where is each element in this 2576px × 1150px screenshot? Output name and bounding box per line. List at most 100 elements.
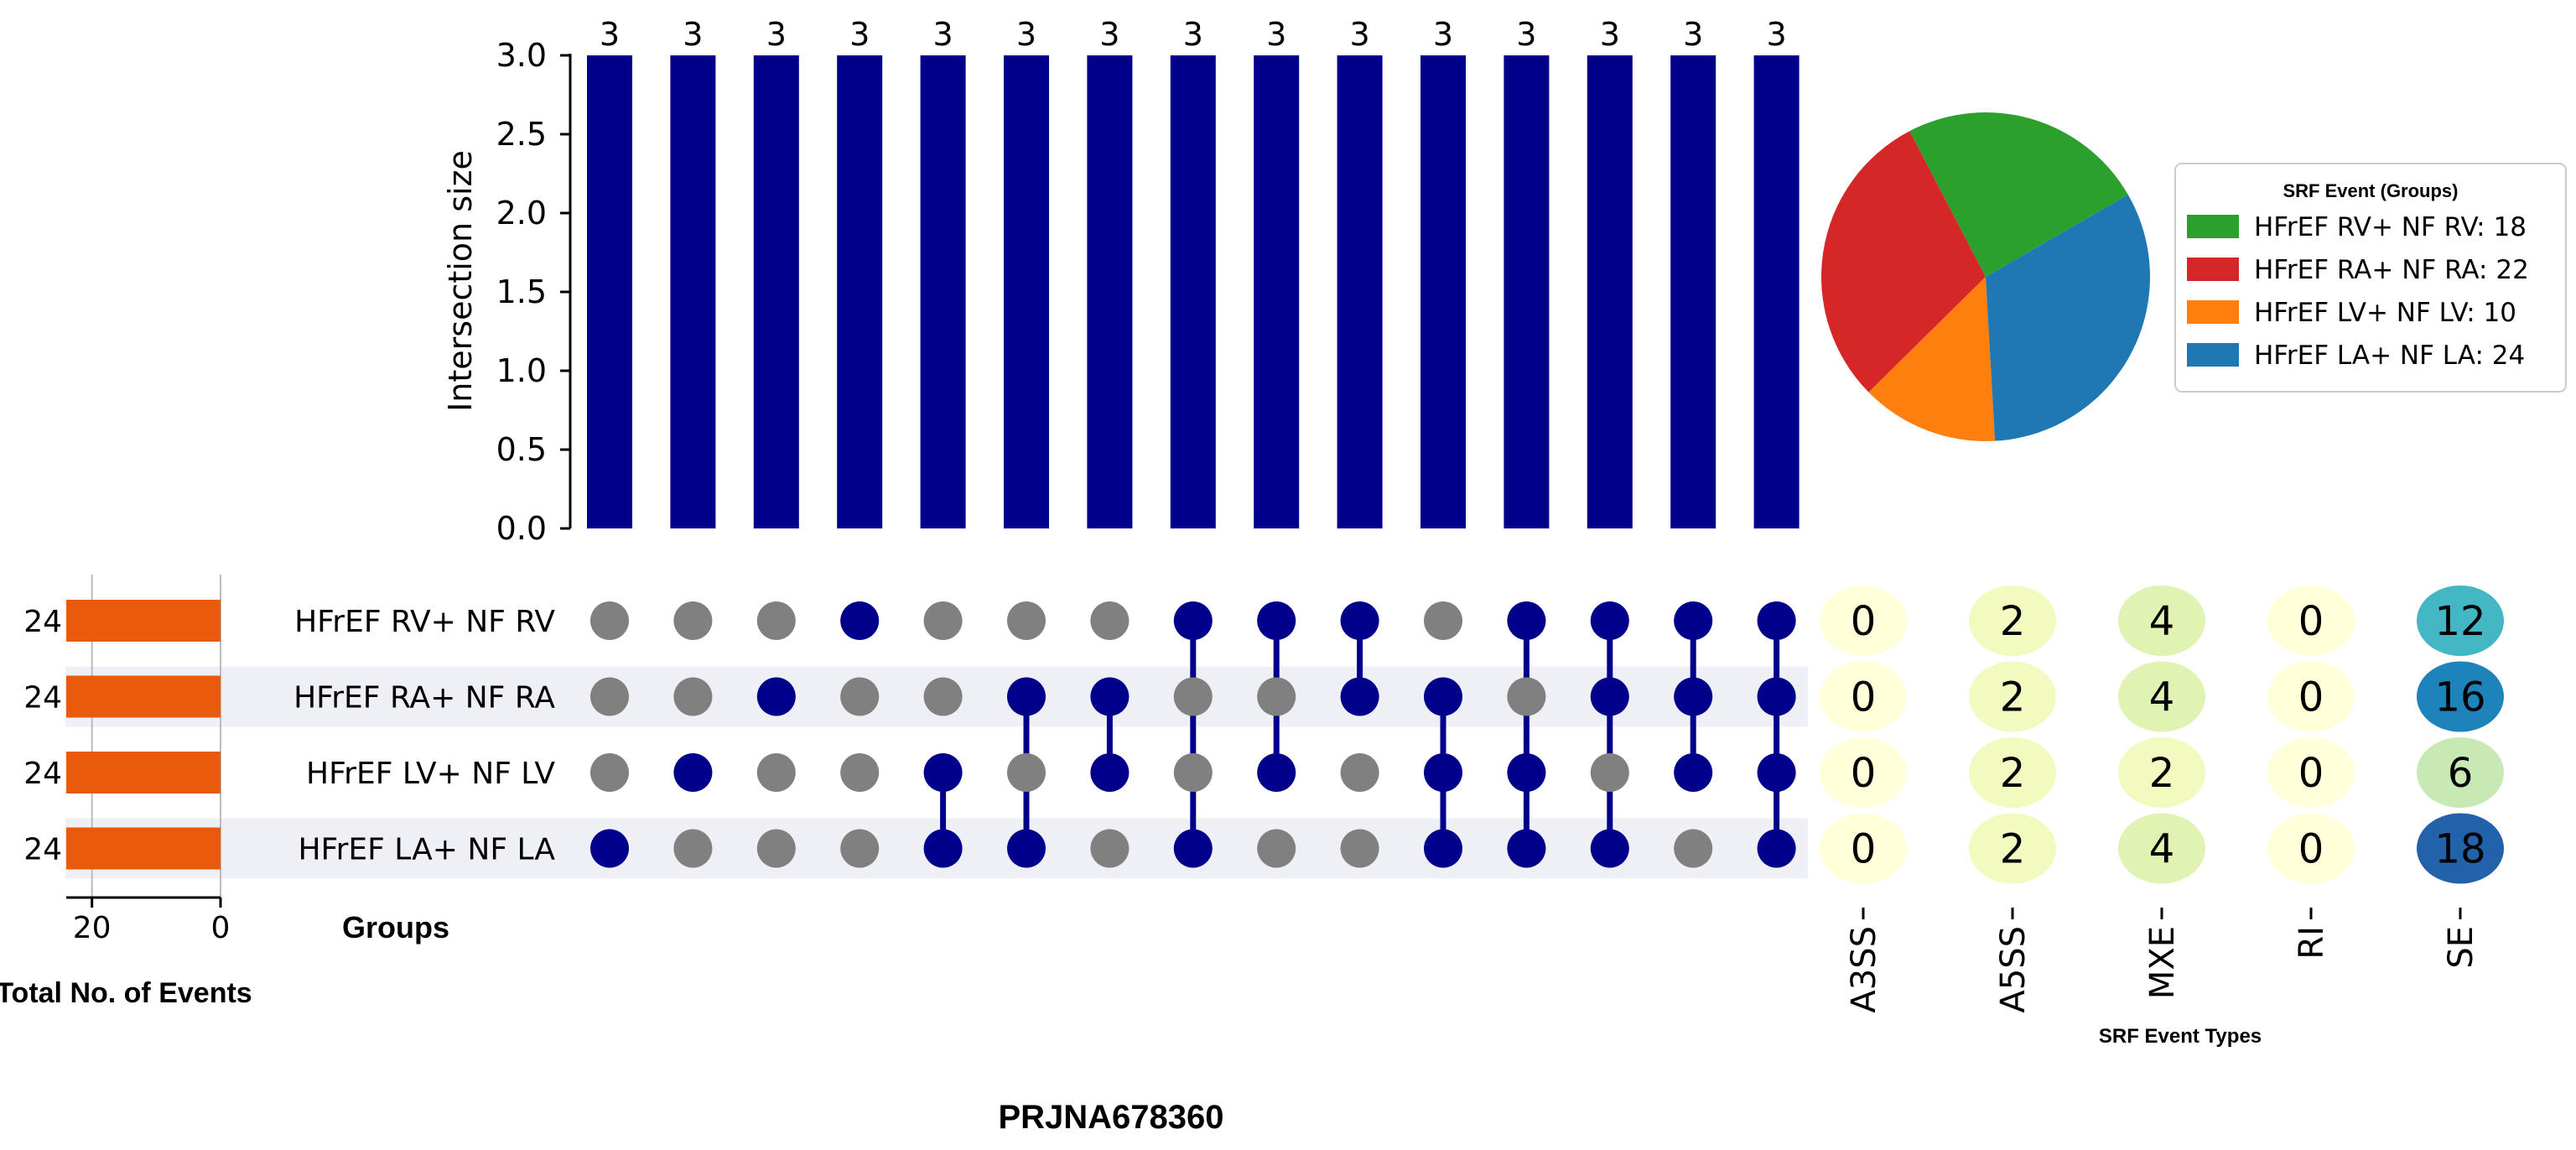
heatmap-value: 0: [2298, 598, 2324, 645]
matrix-dot-active: [1424, 753, 1462, 792]
legend-label: HFrEF LV+ NF LV: 10: [2254, 298, 2516, 328]
matrix-dot-inactive: [1674, 829, 1713, 868]
legend-frame: [2174, 163, 2567, 393]
set-size-bar: [66, 752, 221, 794]
heatmap-value: 0: [2298, 750, 2324, 797]
y-tick-label: 3.0: [496, 37, 547, 74]
pie-slice: [1821, 131, 1986, 393]
intersection-bar: [1670, 55, 1716, 528]
matrix-dot-inactive: [756, 601, 796, 640]
matrix-dot-inactive: [923, 677, 963, 716]
matrix-dot-inactive: [673, 677, 713, 716]
intersection-bar: [753, 55, 799, 528]
figure-caption: PRJNA678360: [998, 1099, 1223, 1136]
heatmap-value: 0: [1851, 826, 1877, 873]
heatmap-value: 2: [2000, 674, 2026, 721]
matrix-dot-inactive: [1590, 753, 1629, 792]
matrix-dot-active: [1757, 601, 1796, 640]
heatmap-value: 18: [2434, 826, 2485, 873]
heatmap-column-label: RI: [2293, 926, 2331, 960]
y-tick-label: 1.5: [496, 273, 547, 310]
heatmap-value: 4: [2149, 674, 2175, 721]
set-size-bar: [66, 827, 221, 870]
pie-chart: [1821, 112, 2150, 441]
intersection-bar: [837, 55, 883, 528]
heatmap-value: 2: [2149, 750, 2175, 797]
matrix-dot-active: [1590, 677, 1629, 716]
matrix-dot-inactive: [1173, 677, 1213, 716]
heatmap-cell: [2118, 737, 2205, 808]
matrix-dot-active: [1007, 677, 1046, 716]
heatmap-column-label: SE: [2442, 926, 2480, 969]
heatmap-cell: [1969, 737, 2056, 808]
intersection-bar: [920, 55, 966, 528]
heatmap-column-label: MXE: [2143, 926, 2182, 999]
row-label: HFrEF RA+ NF RA: [293, 681, 555, 715]
matrix-dot-inactive: [840, 829, 880, 868]
matrix-dot-inactive: [1007, 601, 1046, 640]
bar-value-label: 3: [766, 16, 787, 53]
row-label: HFrEF LV+ NF LV: [306, 757, 555, 791]
heatmap-value: 0: [2298, 674, 2324, 721]
bar-value-label: 3: [849, 16, 870, 53]
legend-swatch: [2187, 343, 2239, 367]
heatmap-cell: [2417, 585, 2504, 656]
matrix-dot-inactive: [1257, 829, 1296, 868]
matrix-dot-active: [1674, 677, 1713, 716]
matrix-dot-inactive: [1173, 753, 1213, 792]
intersection-matrix: [590, 601, 1796, 868]
matrix-dot-active: [1424, 677, 1462, 716]
heatmap-cell: [1820, 813, 1907, 884]
bar-value-label: 3: [933, 16, 953, 53]
matrix-dot-inactive: [756, 829, 796, 868]
matrix-dot-inactive: [590, 601, 629, 640]
total-events-label: Total No. of Events: [0, 977, 252, 1009]
pie-legend: SRF Event (Groups) HFrEF RV+ NF RV: 18 HF…: [2174, 163, 2567, 393]
heatmap-cell: [2417, 813, 2504, 884]
intersection-bar: [1420, 55, 1466, 528]
intersection-bar: [670, 55, 716, 528]
legend-swatch: [2187, 300, 2239, 324]
matrix-dot-active: [1590, 601, 1629, 640]
y-tick-label: 2.5: [496, 116, 547, 153]
legend-label: HFrEF RV+ NF RV: 18: [2254, 212, 2527, 242]
bar-value-label: 3: [1767, 16, 1787, 53]
heatmap-column-label: A3SS: [1845, 926, 1883, 1013]
heatmap-cell: [2267, 813, 2355, 884]
matrix-dot-active: [1090, 677, 1130, 716]
matrix-dot-active: [923, 829, 963, 868]
matrix-dot-inactive: [673, 829, 713, 868]
intersection-bar: [1504, 55, 1550, 528]
x-tick-label: 0: [211, 911, 231, 945]
intersection-bar: [1337, 55, 1383, 528]
heatmap-column-label: A5SS: [1994, 926, 2033, 1013]
matrix-dot-active: [1007, 829, 1046, 868]
matrix-dot-active: [1590, 829, 1629, 868]
bar-value-label: 3: [1183, 16, 1203, 53]
heatmap-value: 12: [2434, 598, 2485, 645]
matrix-dot-active: [590, 829, 629, 868]
heatmap-cell: [2267, 737, 2355, 808]
row-label: HFrEF LA+ NF LA: [298, 833, 555, 867]
y-tick-label: 1.0: [496, 352, 547, 389]
intersection-bar: [1170, 55, 1216, 528]
heatmap-cell: [2267, 661, 2355, 732]
legend-label: HFrEF LA+ NF LA: 24: [2254, 341, 2525, 371]
set-size-value: 24: [23, 681, 62, 715]
matrix-dot-inactive: [840, 753, 880, 792]
matrix-dot-active: [923, 753, 963, 792]
intersection-bar: [1004, 55, 1049, 528]
heatmap-value: 0: [1851, 750, 1877, 797]
heatmap-cell: [2417, 661, 2504, 732]
matrix-dot-active: [1173, 829, 1213, 868]
bar-value-label: 3: [1600, 16, 1620, 53]
pie-slice: [1868, 277, 1996, 441]
y-tick-label: 0.5: [496, 431, 547, 468]
heatmap-value: 6: [2448, 750, 2474, 797]
matrix-dot-inactive: [756, 753, 796, 792]
bar-value-label: 3: [1516, 16, 1536, 53]
legend-title: SRF Event (Groups): [2283, 180, 2458, 201]
